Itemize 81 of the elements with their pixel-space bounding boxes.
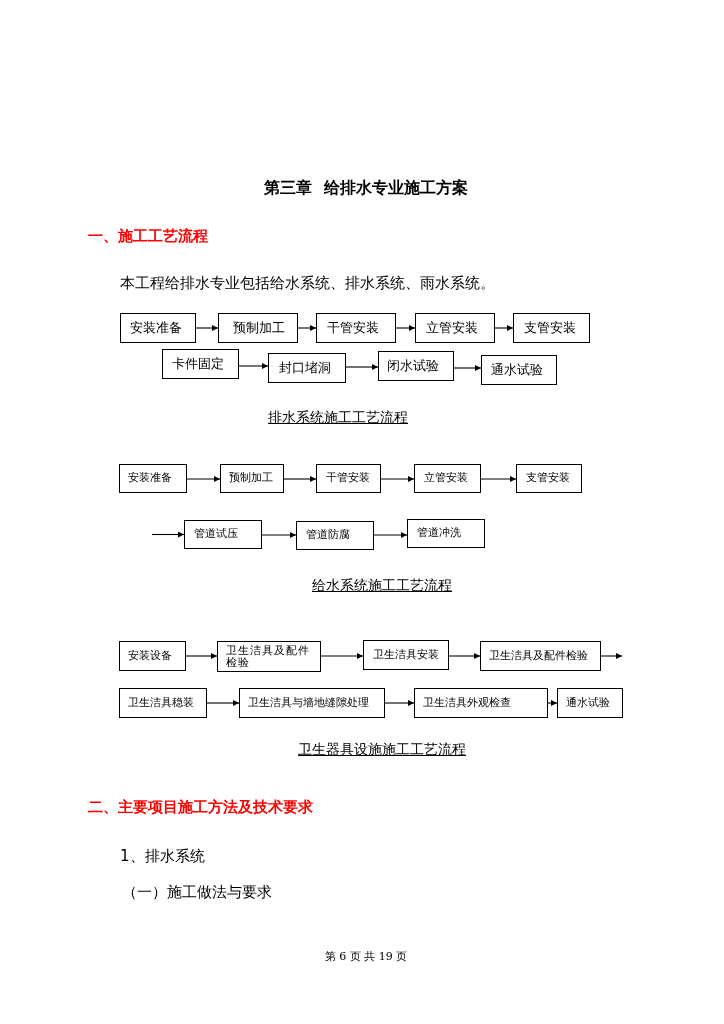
arrow — [380, 476, 415, 482]
step-label: 通水试验 — [491, 362, 543, 378]
step-label: 卡件固定 — [172, 356, 224, 372]
step-label: 卫生洁具及配件检验 — [226, 644, 311, 669]
process-box — [184, 520, 262, 549]
arrow — [395, 325, 416, 331]
process-box — [217, 641, 321, 672]
step-label: 干管安装 — [326, 472, 370, 485]
arrow — [206, 700, 240, 706]
arrow — [238, 363, 269, 369]
process-box — [557, 688, 623, 718]
step-label: 闭水试验 — [387, 358, 439, 374]
step-label: 干管安装 — [327, 320, 379, 336]
arrow — [283, 476, 317, 482]
arrow — [185, 653, 218, 659]
arrow — [480, 476, 517, 482]
step-label: 卫生洁具外观检查 — [423, 696, 511, 710]
process-box — [513, 313, 590, 343]
step-label: 卫生洁具及配件检验 — [489, 649, 588, 663]
process-box — [378, 351, 454, 381]
step-label: 预制加工 — [229, 472, 273, 485]
process-box — [218, 313, 298, 343]
arrow — [600, 653, 623, 659]
arrow — [448, 653, 481, 659]
arrow — [195, 325, 219, 331]
section-heading: 一、施工工艺流程 — [88, 227, 208, 245]
flow-caption: 排水系统施工工艺流程 — [268, 409, 408, 426]
step-label: 预制加工 — [233, 320, 285, 336]
step-label: 通水试验 — [566, 696, 610, 710]
arrow — [373, 532, 408, 538]
process-box — [268, 353, 346, 383]
arrow — [320, 653, 364, 659]
arrow — [186, 476, 221, 482]
arrow — [345, 364, 379, 370]
process-box — [296, 521, 374, 550]
process-box — [363, 640, 449, 670]
body-text: （一）施工做法与要求 — [122, 883, 272, 901]
step-label: 立管安装 — [426, 320, 478, 336]
body-text: 1、排水系统 — [120, 847, 205, 865]
process-box — [414, 464, 481, 493]
process-box — [119, 464, 187, 493]
step-label: 管道冲洗 — [417, 527, 461, 540]
process-box — [480, 641, 601, 671]
process-box — [407, 519, 485, 548]
arrow — [261, 532, 297, 538]
process-box — [239, 688, 385, 718]
section-heading: 二、主要项目施工方法及技术要求 — [88, 798, 313, 816]
page-number: 第 6 页 共 19 页 — [324, 950, 408, 964]
process-box — [316, 464, 381, 493]
step-label: 卫生洁具稳装 — [128, 696, 194, 710]
process-box — [481, 355, 557, 385]
process-box — [316, 313, 396, 343]
step-label: 封口堵洞 — [279, 360, 331, 376]
arrow — [384, 700, 415, 706]
flow-caption: 卫生器具设施施工工艺流程 — [298, 741, 466, 758]
step-label: 安装准备 — [130, 320, 182, 336]
step-label: 支管安装 — [526, 472, 570, 485]
step-label: 卫生洁具与墙地缝隙处理 — [248, 696, 369, 710]
arrow — [453, 365, 482, 371]
arrow — [494, 325, 514, 331]
step-label: 卫生洁具安装 — [373, 648, 439, 662]
step-label: 管道防腐 — [306, 529, 350, 542]
step-label: 管道试压 — [194, 528, 238, 541]
process-box — [119, 688, 207, 718]
flow-caption: 给水系统施工工艺流程 — [312, 577, 452, 594]
process-box — [414, 688, 548, 718]
step-label: 支管安装 — [524, 320, 576, 336]
arrow — [151, 531, 185, 538]
step-label: 立管安装 — [424, 472, 468, 485]
process-box — [220, 464, 284, 493]
page-title: 第三章 给排水专业施工方案 — [264, 178, 468, 198]
arrow — [297, 325, 317, 331]
step-label: 安装设备 — [128, 649, 172, 663]
process-box — [120, 313, 196, 343]
process-box — [119, 641, 186, 671]
process-box — [516, 464, 582, 493]
arrow — [547, 700, 558, 706]
process-box — [415, 313, 495, 343]
process-box — [162, 349, 239, 379]
body-text: 本工程给排水专业包括给水系统、排水系统、雨水系统。 — [120, 274, 495, 292]
step-label: 安装准备 — [128, 472, 172, 485]
